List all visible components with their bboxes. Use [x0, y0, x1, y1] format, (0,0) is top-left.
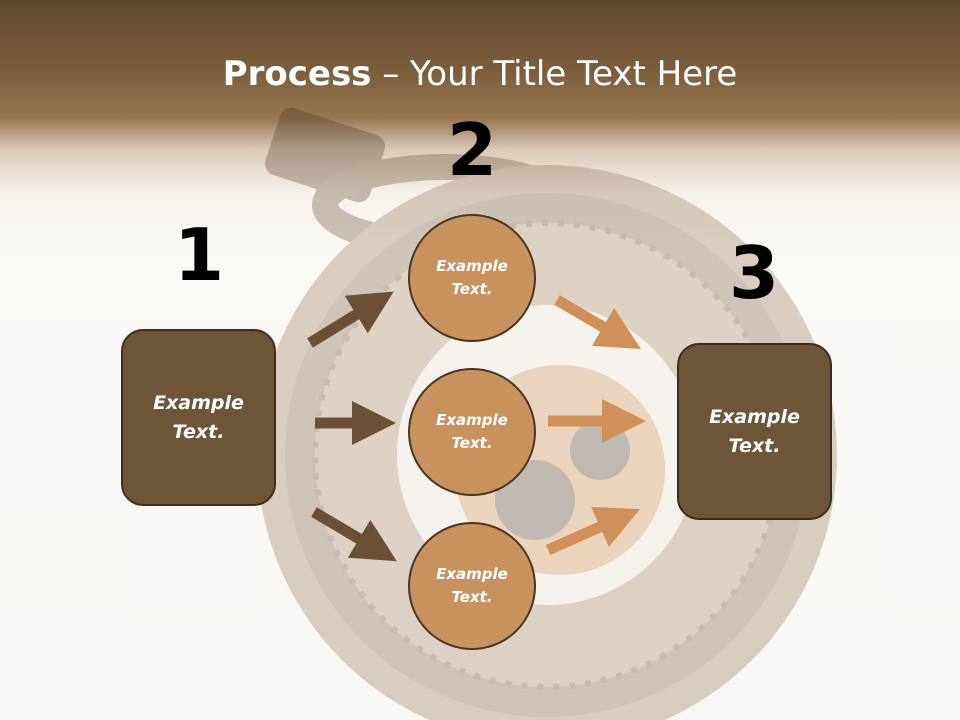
title-bold: Process	[222, 54, 372, 94]
circle-middle-line2: Text.	[451, 434, 493, 452]
circle-middle-line1: Example	[436, 411, 508, 429]
arrow-box1-to-circle1	[307, 291, 394, 348]
step-number-3: 3	[728, 231, 780, 315]
circle-bottom-line1: Example	[436, 565, 508, 583]
circle-top-line2: Text.	[451, 280, 493, 298]
title-rest: – Your Title Text Here	[371, 54, 738, 94]
arrow-circle3-to-box3	[545, 506, 641, 556]
slide-title: Process – Your Title Text Here	[0, 52, 960, 96]
step-number-1: 1	[173, 213, 225, 297]
circle-top-line1: Example	[436, 257, 508, 275]
step-box-3-line1: Example	[709, 405, 800, 428]
step-number-2: 2	[446, 108, 498, 192]
circle-bottom-line2: Text.	[451, 588, 493, 606]
arrow-circle1-to-box3	[554, 295, 641, 350]
step-box-1-line2: Text.	[172, 420, 225, 443]
step-box-3-line2: Text.	[728, 434, 781, 457]
step-box-1-line1: Example	[153, 391, 244, 414]
arrow-box1-to-circle3	[311, 507, 397, 562]
